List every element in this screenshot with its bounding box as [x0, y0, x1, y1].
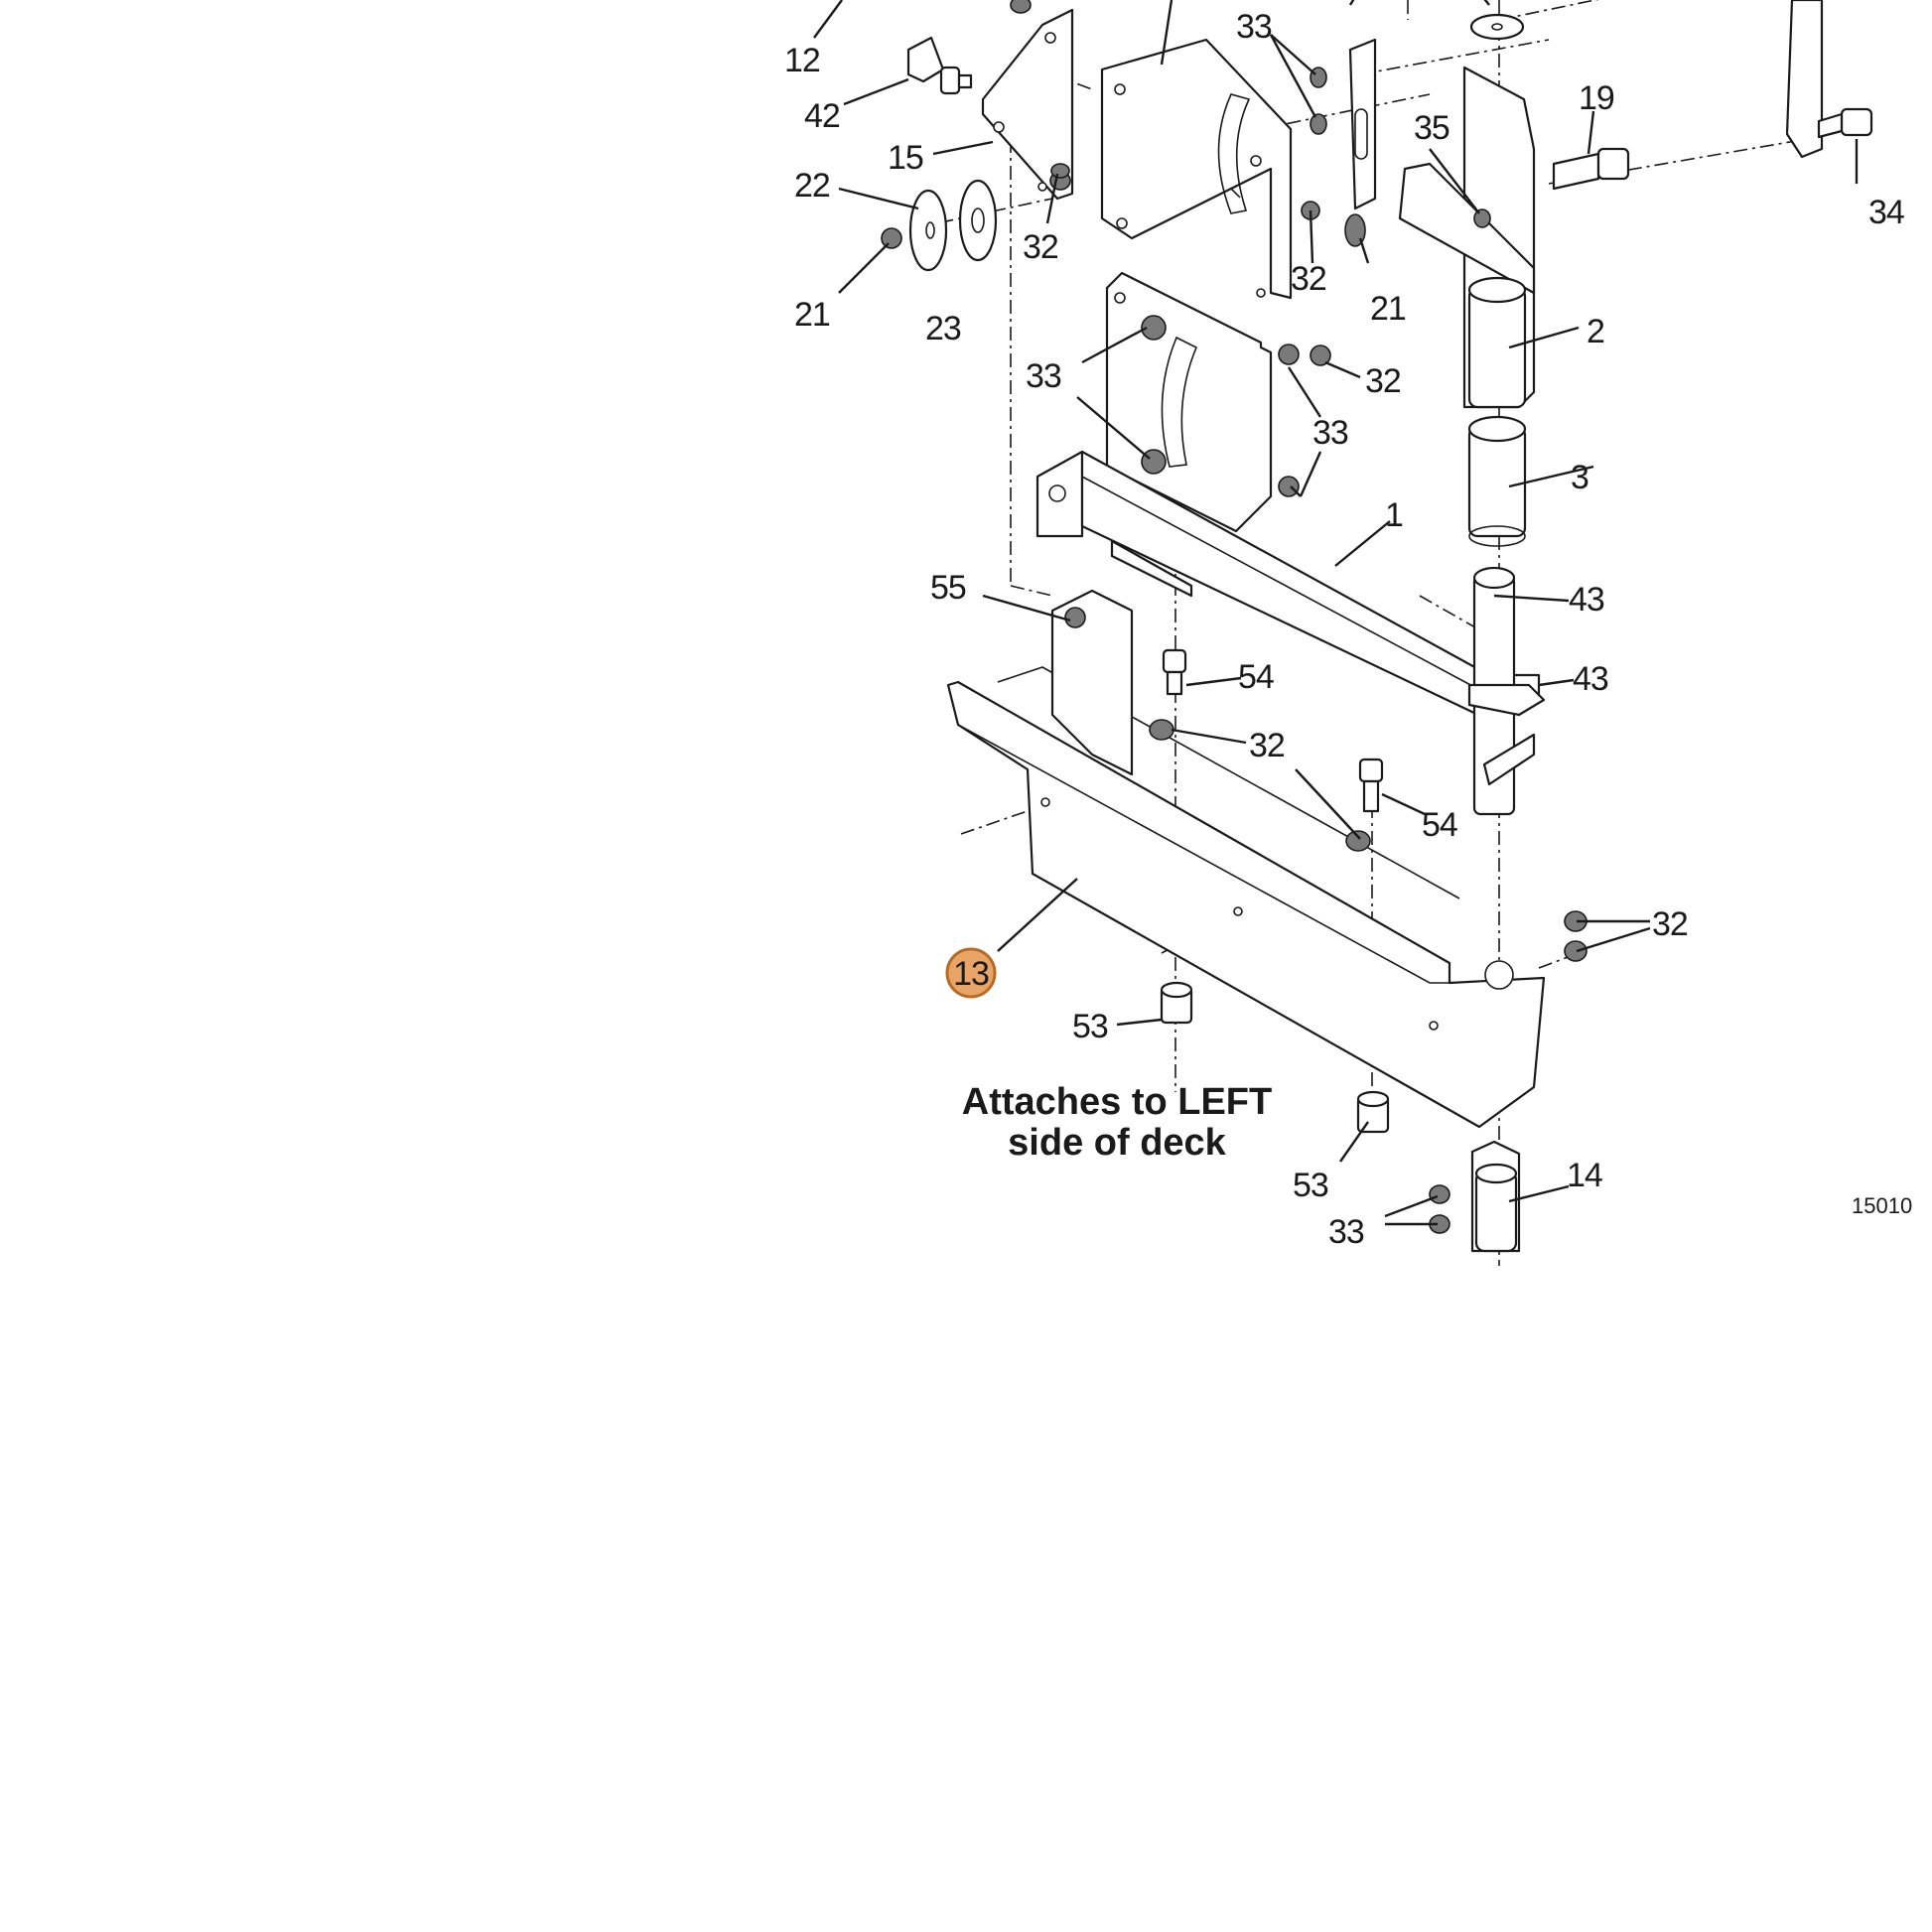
callout-1: 1 [1385, 496, 1403, 534]
callout-labels: 12 42 15 22 21 23 32 33 32 21 35 19 34 2… [784, 8, 1905, 1251]
callout-15: 15 [888, 139, 923, 177]
callout-54-left: 54 [1238, 658, 1274, 696]
link-plate [1348, 38, 1377, 210]
leader-lines [813, 0, 1859, 1226]
callout-54-right: 54 [1422, 806, 1457, 844]
callout-32-mid: 32 [1249, 727, 1285, 764]
callout-34: 34 [1868, 194, 1904, 231]
callout-53-left: 53 [1072, 1008, 1108, 1045]
callout-33-right: 33 [1312, 414, 1348, 452]
caption-line-2: side of deck [1008, 1122, 1226, 1164]
spacer-53-left [1160, 981, 1193, 1025]
callout-3: 3 [1571, 459, 1588, 496]
figure-number: 15010 [1852, 1193, 1912, 1218]
callout-33-bottom: 33 [1328, 1213, 1364, 1251]
pivot-tube-2 [1398, 66, 1536, 409]
callout-32-center: 32 [1291, 260, 1326, 298]
highlighted-callout-13[interactable]: 13 [945, 947, 997, 999]
callout-13: 13 [953, 955, 989, 993]
washer-22 [908, 189, 948, 272]
callout-23: 23 [925, 310, 961, 347]
callout-32-top-left: 32 [1023, 228, 1058, 266]
highlight-circle [945, 947, 997, 999]
callout-42: 42 [804, 97, 840, 135]
hardware-nuts-screws [881, 0, 1587, 1234]
pin-tube-14 [1470, 1140, 1521, 1253]
mounting-plate-15 [981, 8, 1074, 201]
callout-32-right: 32 [1365, 362, 1401, 400]
bolt-19 [1552, 147, 1630, 191]
washer-23 [958, 179, 998, 262]
main-beam-1 [1035, 450, 1541, 727]
bracket-upper [1100, 38, 1293, 300]
callout-22: 22 [794, 167, 830, 205]
callout-14: 14 [1567, 1157, 1602, 1194]
deck-bracket-13 [946, 589, 1546, 1129]
bolt-34 [1817, 107, 1873, 139]
callout-32-lower: 32 [1652, 905, 1688, 943]
callout-43-upper: 43 [1569, 581, 1604, 619]
callout-19: 19 [1579, 79, 1614, 117]
callout-21-right: 21 [1370, 290, 1406, 328]
callout-43-lower: 43 [1573, 660, 1608, 698]
callout-33-left: 33 [1026, 357, 1061, 395]
bushing-3 [1467, 415, 1527, 547]
callout-21-left: 21 [794, 296, 830, 334]
bolt-54-left [1162, 648, 1187, 696]
caption-line-1: Attaches to LEFT [962, 1081, 1272, 1123]
top-washer [1469, 13, 1525, 41]
callout-33-top: 33 [1236, 8, 1272, 46]
callout-2: 2 [1587, 313, 1604, 350]
callout-35: 35 [1414, 109, 1449, 147]
tube-43 [1467, 566, 1546, 816]
caption: Attaches to LEFT side of deck [962, 1081, 1272, 1164]
knob-42 [906, 36, 973, 95]
spacer-53-right [1356, 1090, 1390, 1134]
callout-12: 12 [784, 42, 820, 79]
side-plate [1785, 0, 1824, 159]
callout-53-right: 53 [1293, 1167, 1328, 1204]
bolt-54-right [1358, 758, 1384, 813]
callout-55: 55 [930, 569, 966, 607]
